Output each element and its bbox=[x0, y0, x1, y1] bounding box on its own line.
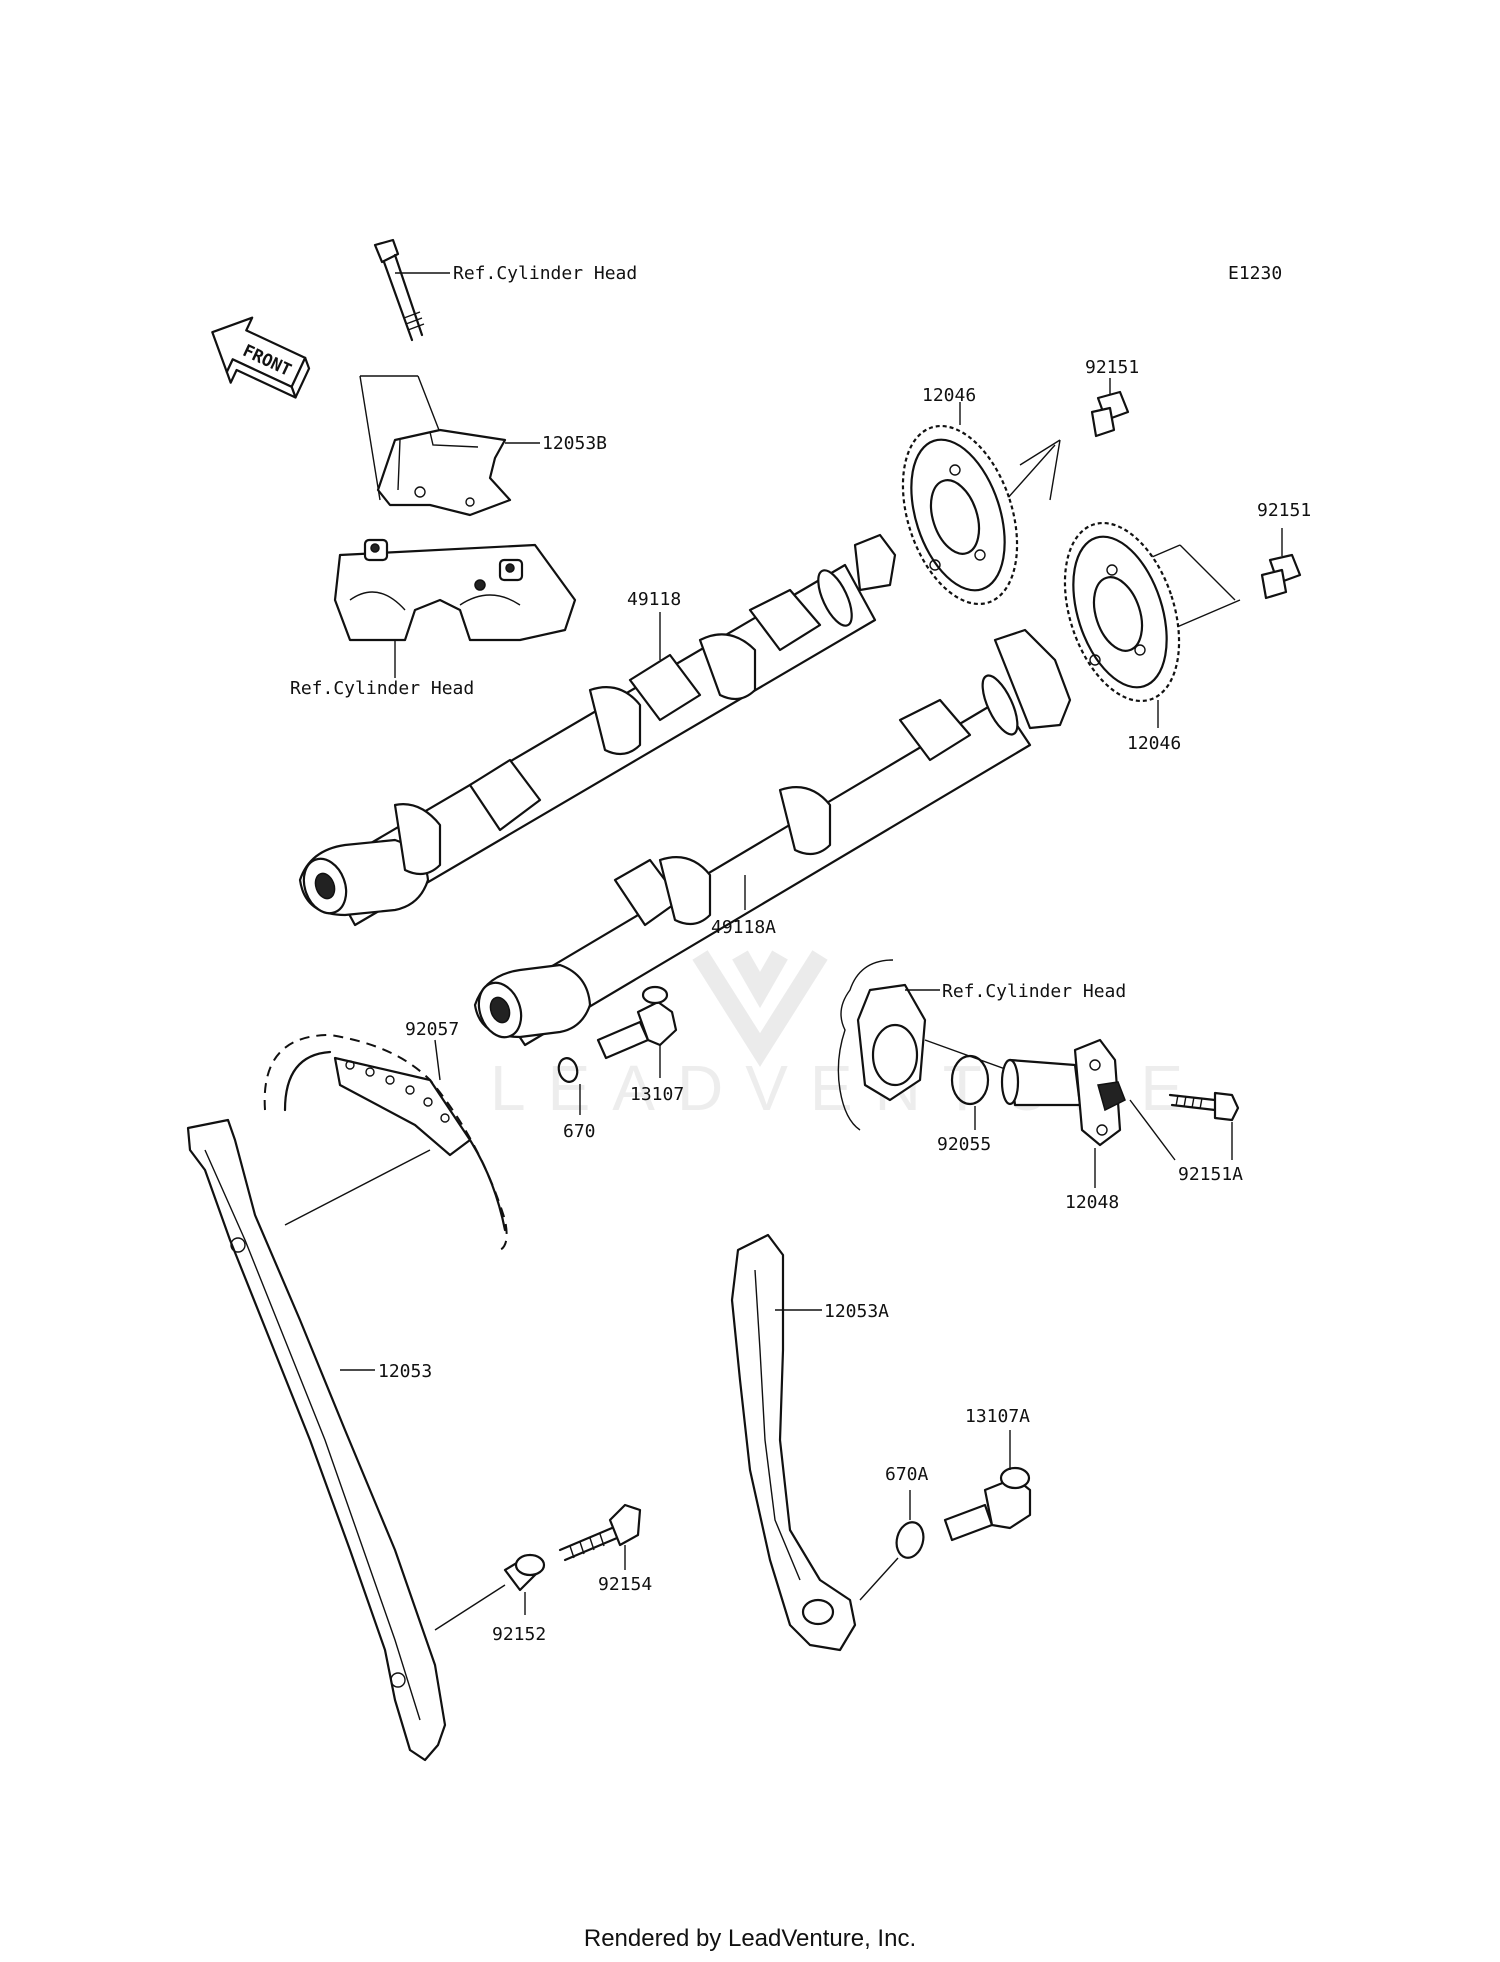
label-13107: 13107 bbox=[630, 1084, 684, 1105]
bolt-92154 bbox=[558, 1503, 642, 1570]
camshaft-49118 bbox=[298, 533, 897, 927]
label-49118A: 49118A bbox=[711, 917, 776, 938]
front-arrow-icon: FRONT bbox=[211, 316, 311, 399]
label-12046-b: 12046 bbox=[1127, 733, 1181, 754]
label-92154: 92154 bbox=[598, 1574, 652, 1595]
chain-guide-12053 bbox=[186, 1118, 447, 1762]
label-13107A: 13107A bbox=[965, 1406, 1030, 1427]
label-92151-b: 92151 bbox=[1257, 500, 1311, 521]
label-92151A: 92151A bbox=[1178, 1164, 1243, 1185]
ref-cylinder-head-tensioner: Ref.Cylinder Head bbox=[942, 981, 1126, 1002]
diagram-code: E1230 bbox=[1228, 263, 1282, 284]
footer-credit: Rendered by LeadVenture, Inc. bbox=[583, 1925, 917, 1952]
label-12053B: 12053B bbox=[542, 433, 607, 454]
camshaft-49118A bbox=[473, 628, 1072, 1047]
cam-sprocket-12046-a bbox=[901, 402, 1019, 606]
label-12048: 12048 bbox=[1065, 1192, 1119, 1213]
label-49118: 49118 bbox=[627, 589, 681, 610]
pin-13107A bbox=[943, 1430, 1032, 1542]
label-12053A: 12053A bbox=[824, 1301, 889, 1322]
camshaft-cap bbox=[333, 538, 577, 678]
chain-guide-12053A bbox=[730, 1233, 857, 1652]
label-92057: 92057 bbox=[405, 1019, 459, 1040]
collar-92152 bbox=[434, 1553, 546, 1631]
cam-sprocket-12046-b bbox=[1063, 521, 1181, 728]
bolt-92151A bbox=[1168, 1091, 1240, 1160]
label-92151-a: 92151 bbox=[1085, 357, 1139, 378]
pin-13107 bbox=[596, 985, 678, 1078]
label-92055: 92055 bbox=[937, 1134, 991, 1155]
chain-tensioner-12048 bbox=[1000, 1038, 1176, 1188]
o-ring-670 bbox=[557, 1057, 581, 1115]
label-12053: 12053 bbox=[378, 1361, 432, 1382]
bolt-92151-a bbox=[989, 378, 1130, 519]
ref-cylinder-head-top: Ref.Cylinder Head bbox=[453, 263, 637, 284]
o-ring-670A bbox=[859, 1490, 925, 1601]
cylinder-head-tensioner-mount bbox=[837, 959, 940, 1131]
label-670A: 670A bbox=[885, 1464, 929, 1485]
label-670: 670 bbox=[563, 1121, 596, 1142]
ref-cylinder-head-bracket: Ref.Cylinder Head bbox=[290, 678, 474, 699]
label-92152: 92152 bbox=[492, 1624, 546, 1645]
label-12046-a: 12046 bbox=[922, 385, 976, 406]
cylinder-head-bolt bbox=[373, 238, 450, 342]
chain-guide-bracket-12053B bbox=[359, 375, 540, 517]
cam-chain-92057 bbox=[263, 1033, 508, 1251]
bolt-92151-b bbox=[1109, 528, 1302, 631]
